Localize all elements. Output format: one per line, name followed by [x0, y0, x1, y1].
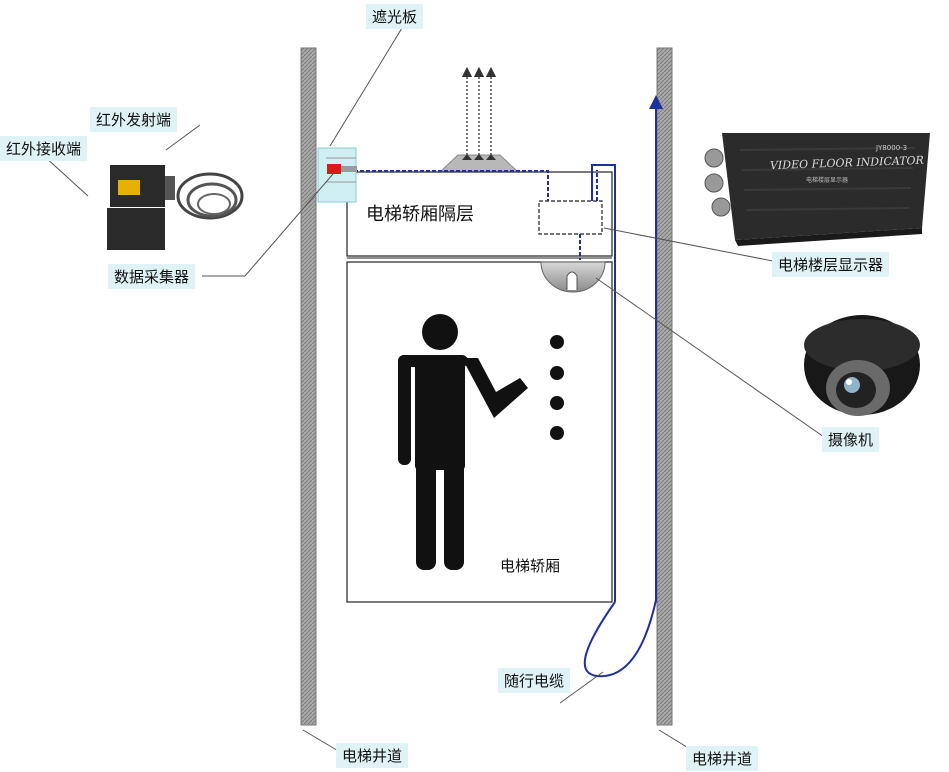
- label-floor-display: 电梯楼层显示器: [772, 252, 890, 277]
- label-ir-emitter: 红外发射端: [90, 107, 178, 132]
- indicator-title: VIDEO FLOOR INDICATOR: [770, 154, 924, 172]
- car-interlayer: [346, 171, 613, 257]
- label-shaft-left: 电梯井道: [336, 743, 409, 768]
- label-trailing-cable: 随行电缆: [498, 668, 571, 693]
- label-ir-receiver: 红外接收端: [0, 136, 88, 161]
- floor-indicator-device: VIDEO FLOOR INDICATOR JY8000-3 电梯楼层显示器: [704, 133, 930, 246]
- label-car: 电梯轿厢: [500, 557, 561, 575]
- call-buttons: [550, 335, 564, 440]
- indicator-subtitle: 电梯楼层显示器: [806, 176, 848, 184]
- ir-sensor-block: [317, 147, 357, 203]
- label-data-collector: 数据采集器: [108, 264, 196, 289]
- wiring: [354, 95, 663, 678]
- dome-camera-photo: [804, 315, 920, 416]
- person-icon: [398, 314, 528, 570]
- hoist-ropes: [438, 66, 520, 173]
- label-shade-plate: 遮光板: [366, 4, 424, 29]
- leader-lines: [43, 27, 825, 753]
- indicator-model: JY8000-3: [875, 144, 907, 152]
- shaft-wall-left: [300, 47, 317, 726]
- display-unit-box: [538, 200, 603, 235]
- car-body: [346, 261, 613, 603]
- label-car-interlayer: 电梯轿厢隔层: [366, 204, 474, 225]
- label-camera: 摄像机: [822, 427, 880, 452]
- label-shaft-right: 电梯井道: [686, 746, 759, 771]
- ir-sensor-photo: [107, 165, 244, 250]
- shaft-wall-right: [656, 47, 673, 726]
